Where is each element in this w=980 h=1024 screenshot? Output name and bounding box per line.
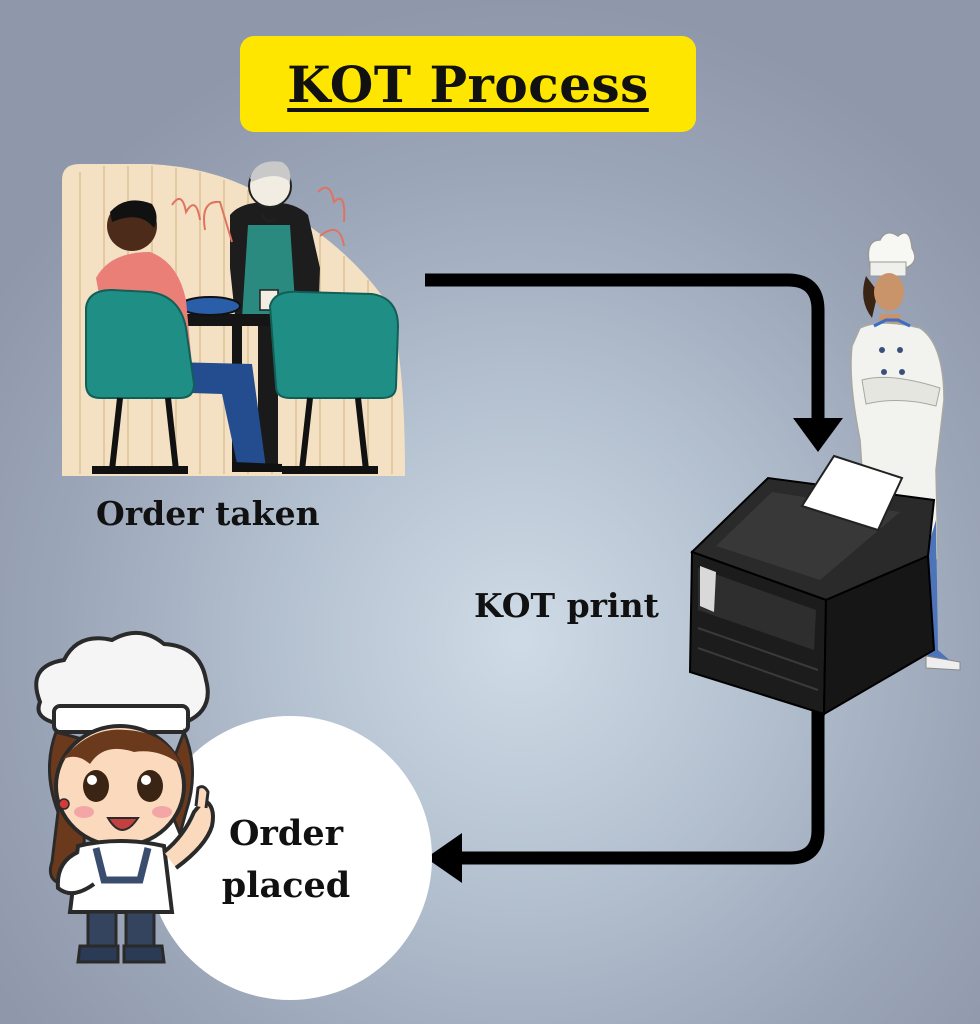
order-placed-line-1: Order	[228, 813, 344, 854]
left-chair	[85, 288, 196, 474]
step-label-order-taken: Order taken	[96, 494, 320, 533]
step-label-order-placed: Order placed	[186, 808, 386, 912]
diagram-title: KOT Process	[287, 54, 649, 114]
arrowhead-left	[426, 833, 462, 883]
right-chair	[268, 290, 400, 474]
arrow-print-to-placed	[455, 705, 825, 865]
arrowhead-down	[793, 418, 843, 452]
arrow-order-to-print	[425, 273, 825, 428]
title-banner: KOT Process	[240, 36, 696, 132]
step-label-kot-print: KOT print	[474, 586, 659, 625]
receipt-paper-icon	[800, 454, 904, 532]
order-placed-circle	[148, 716, 432, 1000]
order-placed-line-2: placed	[221, 865, 351, 906]
